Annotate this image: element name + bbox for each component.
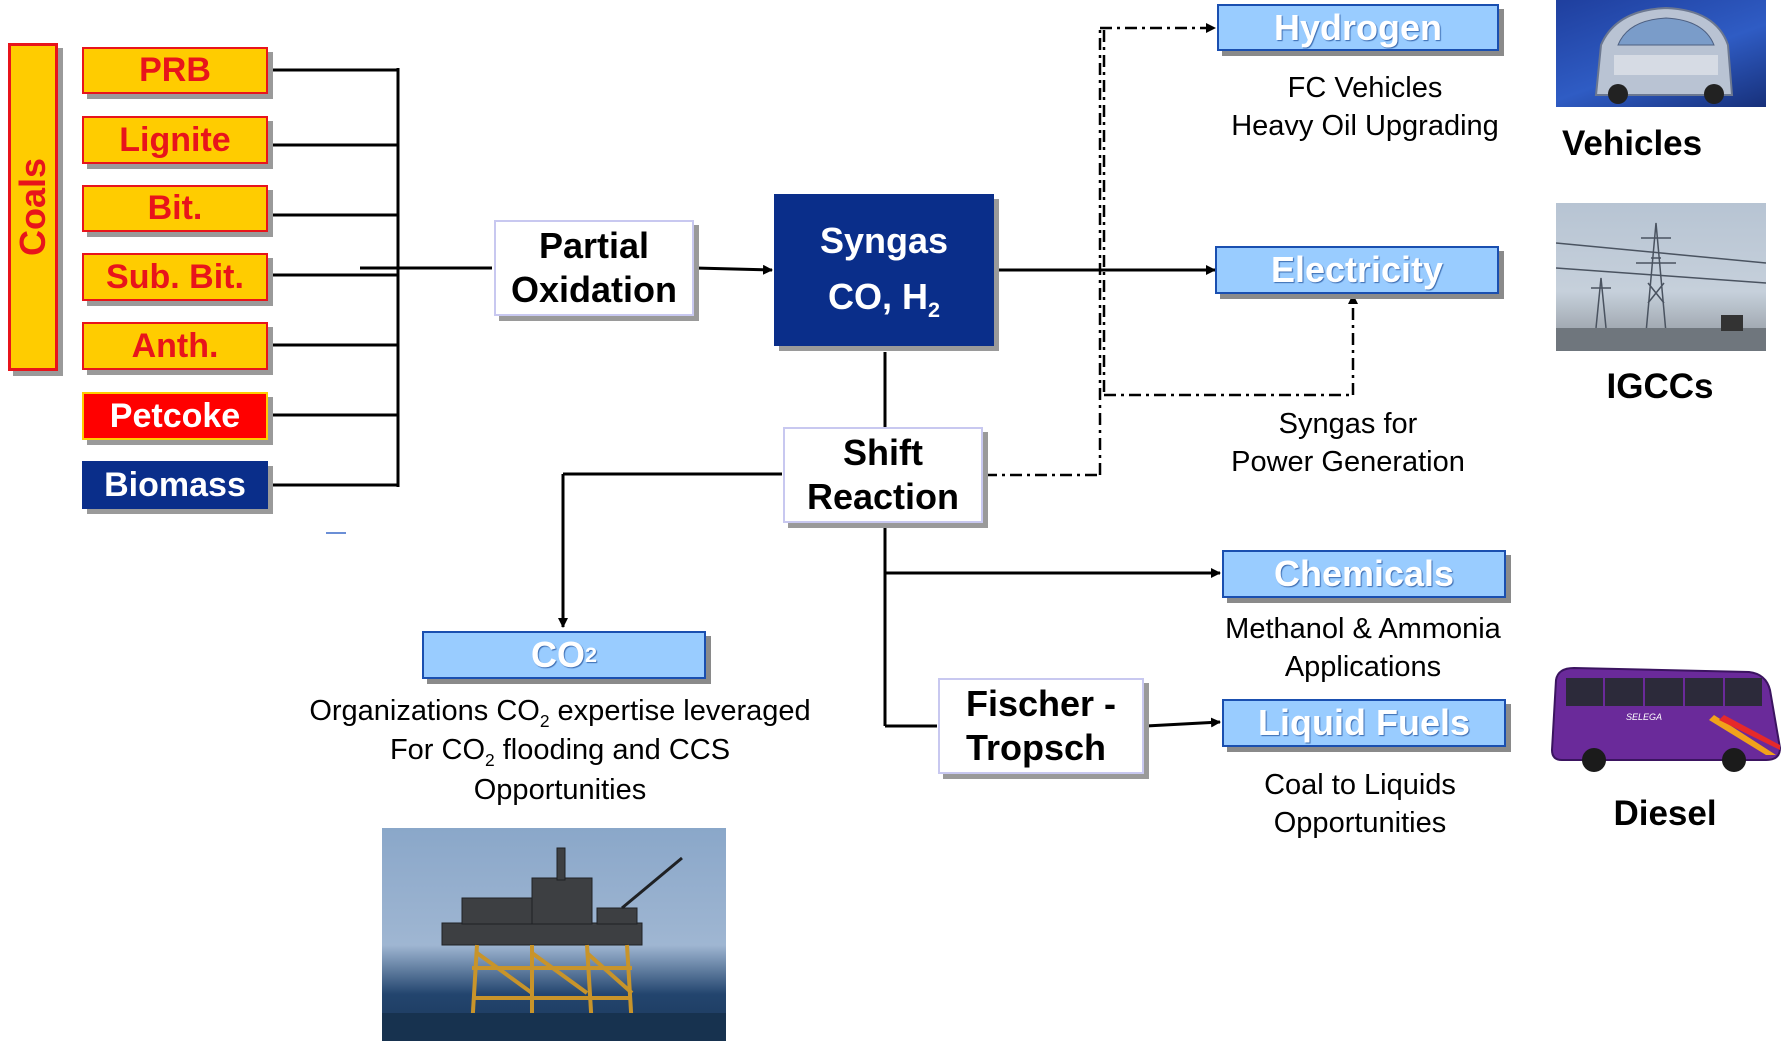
feed-lignite: Lignite — [82, 116, 268, 164]
co2-caption: Organizations CO2 expertise leveraged Fo… — [309, 695, 811, 806]
feed-biomass: Biomass — [82, 461, 268, 509]
fischer-tropsch-line-2: Tropsch — [966, 727, 1107, 768]
diesel-label: Diesel — [1613, 794, 1717, 833]
igccs-label: IGCCs — [1606, 367, 1714, 406]
fischer-tropsch-box: Fischer - Tropsch — [938, 678, 1144, 774]
shift-reaction-box: Shift Reaction — [783, 427, 983, 523]
syngas-box: Syngas CO, H2 — [774, 194, 994, 346]
fischer-tropsch-line-1: Fischer - — [966, 683, 1117, 725]
liquid-fuels-caption: Coal to Liquids Opportunities — [1264, 769, 1456, 839]
syngas-formula: CO, H2 — [827, 276, 941, 323]
product-electricity: Electricity — [1215, 246, 1499, 294]
partial-oxidation-box: Partial Oxidation — [494, 220, 694, 316]
feed-sub-bituminous: Sub. Bit. — [82, 253, 268, 301]
coals-group-label: Coals — [8, 43, 58, 371]
hydrogen-caption: FC Vehicles Heavy Oil Upgrading — [1231, 72, 1499, 142]
feed-petcoke: Petcoke — [82, 392, 268, 440]
feed-prb: PRB — [82, 47, 268, 94]
offshore-platform-photo — [382, 828, 726, 1041]
bus-photo: SELEGA — [1544, 660, 1783, 777]
partial-oxidation-line-1: Partial — [538, 225, 650, 267]
vehicles-label: Vehicles — [1562, 124, 1703, 163]
feed-anthracite: Anth. — [82, 322, 268, 370]
product-liquid-fuels: Liquid Fuels — [1222, 699, 1506, 747]
shift-reaction-line-1: Shift — [843, 432, 923, 474]
igcc-powerline-photo — [1556, 203, 1766, 351]
syngas-title: Syngas — [819, 220, 949, 262]
vehicle-photo — [1556, 0, 1766, 107]
partial-oxidation-line-2: Oxidation — [510, 269, 677, 310]
shift-reaction-line-2: Reaction — [806, 476, 960, 517]
syngas-power-caption: Syngas for Power Generation — [1231, 408, 1465, 478]
feed-bituminous: Bit. — [82, 185, 268, 232]
chemicals-caption: Methanol & Ammonia Applications — [1225, 613, 1501, 683]
bus-brand-text: SELEGA — [1626, 712, 1662, 722]
product-chemicals: Chemicals — [1222, 550, 1506, 598]
product-hydrogen: Hydrogen — [1217, 4, 1499, 51]
